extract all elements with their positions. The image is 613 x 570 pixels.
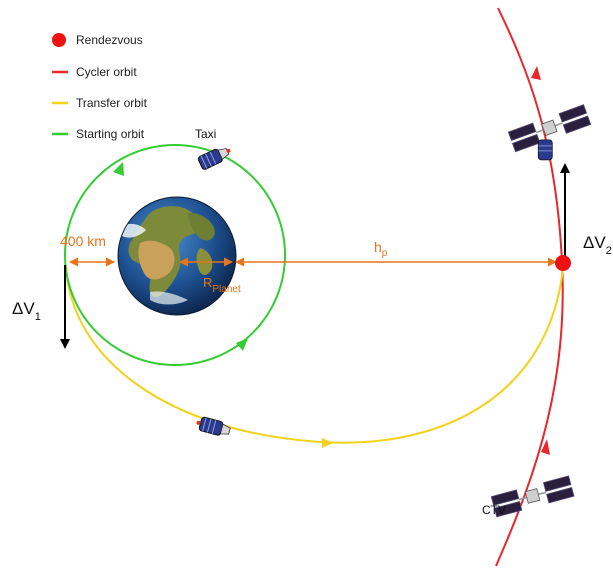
delta-v2-subscript: 2 [606,245,612,257]
cycler-direction-arrow [531,66,541,80]
starting-direction-arrow [113,162,124,176]
transfer-capsule-icon [196,416,231,436]
starting-orbit [64,144,286,366]
legend: Rendezvous Cycler orbit Transfer orbit S… [52,33,148,141]
cycler-station-icon [507,104,592,161]
legend-starting-label: Starting orbit [76,127,145,141]
rendezvous-legend-dot [52,33,66,47]
hp-main: h [374,239,382,255]
hp-subscript: p [382,248,388,259]
taxi-label: Taxi [195,127,216,141]
altitude-label: 400 km [60,233,106,249]
ctv-station-icon [490,475,575,518]
planet-radius-label: RPlanet [203,275,241,295]
delta-v2-label: ΔV2 [583,233,612,257]
transfer-orbit [65,264,564,444]
taxi-capsule-icon [197,148,231,170]
legend-transfer-label: Transfer orbit [76,96,148,110]
rendezvous-point [555,255,571,271]
planet-earth-icon [117,196,237,316]
delta-v2-main: ΔV [583,233,606,252]
legend-rendezvous-label: Rendezvous [76,33,143,47]
delta-v1-subscript: 1 [35,311,41,323]
r-main: R [203,275,212,290]
transfer-direction-arrow [322,438,333,448]
cycler-direction-arrow [541,439,550,455]
ctv-label: CTV [482,503,506,517]
legend-cycler-label: Cycler orbit [76,65,137,79]
delta-v1-label: ΔV1 [12,299,41,323]
r-subscript: Planet [212,284,241,295]
starting-direction-arrow [236,338,248,351]
delta-v1-main: ΔV [12,299,35,318]
hp-label: hp [374,239,388,259]
